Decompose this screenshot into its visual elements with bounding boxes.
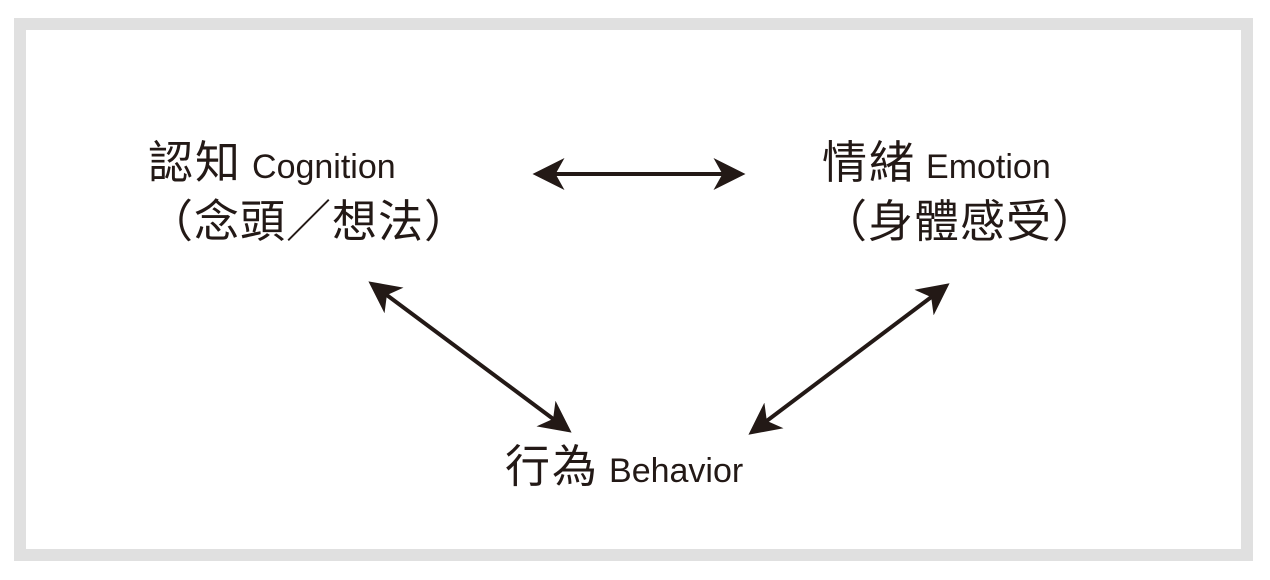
cognition-subtitle: （念頭／想法） [148, 196, 471, 247]
behavior-label-zh: 行為 [505, 441, 600, 492]
behavior-label-en: Behavior [609, 452, 744, 490]
cognition-label-zh: 認知 [148, 137, 243, 188]
emotion-label-zh: 情緒 [822, 137, 917, 188]
border-frame [14, 18, 1253, 561]
emotion-subtitle: （身體感受） [822, 196, 1099, 247]
emotion-label-en: Emotion [926, 148, 1051, 186]
double-arrow-cognition-behavior [368, 281, 572, 433]
double-arrow-emotion-behavior [748, 283, 950, 435]
cognition-label-en: Cognition [252, 148, 396, 186]
